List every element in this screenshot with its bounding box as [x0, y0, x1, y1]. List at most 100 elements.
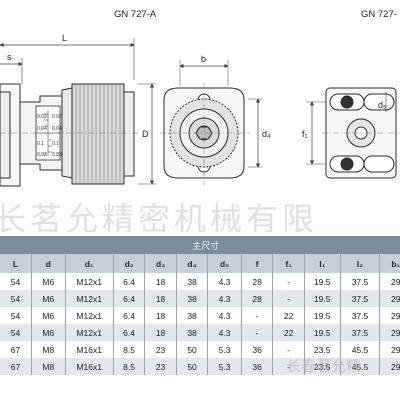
table-header-cell: d	[31, 254, 66, 273]
table-cell: 38	[176, 324, 209, 341]
table-cell: 22	[272, 307, 305, 324]
dim-label-b: b	[201, 54, 206, 64]
table-cell: 18	[144, 324, 177, 341]
table-cell: 18	[144, 273, 177, 290]
table-cell: 18	[144, 290, 177, 307]
table-cell: 4.3	[207, 273, 242, 290]
table-cell: -	[241, 307, 274, 324]
table-cell: 38	[176, 307, 209, 324]
table-group-header: 主尺寸	[0, 236, 400, 254]
table-cell: 37.5	[340, 307, 381, 324]
table-cell: 28	[241, 273, 274, 290]
dim-label-L: L	[62, 33, 67, 43]
table-cell: 36	[241, 341, 274, 358]
dim-label-s: s	[7, 52, 12, 62]
table-cell: 38	[176, 290, 209, 307]
figure-title-right: GN 727-	[361, 9, 397, 20]
table-cell: 54	[0, 307, 32, 324]
scale-number: 0.02	[52, 114, 62, 120]
figure-title-left: GN 727-A	[114, 9, 157, 20]
table-header-cell: d₂	[113, 254, 146, 273]
table-cell: 6.4	[113, 307, 146, 324]
table-cell: 23	[144, 358, 177, 375]
table-cell: 54	[0, 290, 32, 307]
scale-number: 0.02	[37, 114, 47, 120]
table-cell: 18	[144, 307, 177, 324]
table-header-cell: d₅	[207, 254, 242, 273]
table-header-cell: f	[241, 254, 274, 273]
table-cell: 36	[241, 358, 274, 375]
dim-label-D: D	[142, 129, 149, 139]
table-cell: M6	[31, 290, 66, 307]
table-cell: 45.5	[340, 358, 381, 375]
table-cell: M6	[31, 324, 66, 341]
dim-label-f1: f₁	[302, 129, 308, 139]
table-cell: 19.5	[304, 307, 341, 324]
table-cell: 54	[0, 324, 32, 341]
table-cell: 29	[379, 358, 400, 375]
dim-label-d4: d₄	[262, 129, 271, 139]
front-view-figure	[160, 60, 262, 186]
table-header-cell: d₁	[65, 254, 114, 273]
table-cell: -	[241, 324, 274, 341]
watermark-band: 长茗允精密机械有限	[0, 194, 400, 232]
table-cell: 29	[379, 290, 400, 307]
technical-drawing: GN 727-A GN 727-	[0, 9, 400, 187]
table-cell: 67	[0, 358, 32, 375]
table-cell: 6.4	[113, 273, 146, 290]
table-cell: 4.3	[207, 307, 242, 324]
scale-number: 0.1	[37, 141, 44, 147]
drawing-svg: L s D b d₄ f₁ d₅ 0.02 0.04 0.1 0.08 0.02…	[0, 33, 400, 187]
table-cell: 23.5	[304, 358, 341, 375]
table-cell: 6.4	[113, 324, 146, 341]
table-cell: 23.5	[304, 341, 341, 358]
table-cell: M16x1	[65, 358, 114, 375]
table-header-cell: f₁	[272, 254, 305, 273]
table-cell: 29	[379, 307, 400, 324]
table-cell: M12x1	[65, 273, 114, 290]
table-cell: 28	[241, 290, 274, 307]
scale-number: 0.08	[37, 152, 47, 158]
table-cell: -	[272, 341, 305, 358]
table-cell: M8	[31, 341, 66, 358]
table-cell: 22	[272, 324, 305, 341]
table-cell: 45.5	[340, 341, 381, 358]
table-cell: 5.3	[207, 341, 242, 358]
table-cell: 23	[144, 341, 177, 358]
table-cell: 19.5	[304, 273, 341, 290]
table-cell: 19.5	[304, 290, 341, 307]
table-cell: M12x1	[65, 290, 114, 307]
table-cell: 29	[379, 341, 400, 358]
table-group-header-row: 主尺寸	[0, 236, 400, 254]
table-cell: 37.5	[340, 290, 381, 307]
table-header-cell: l₂	[340, 254, 381, 273]
table-cell: M6	[31, 273, 66, 290]
table-header-cell: b₁	[379, 254, 400, 273]
scale-number: 0.04	[52, 126, 62, 132]
table-cell: 5.3	[207, 358, 242, 375]
table-cell: -	[272, 358, 305, 375]
table-cell: -	[272, 290, 305, 307]
table-cell: 6.4	[113, 290, 146, 307]
flange-variant-figure	[306, 87, 400, 179]
table-cell: 67	[0, 341, 32, 358]
table-cell: M12x1	[65, 324, 114, 341]
table-header-cell: l₁	[304, 254, 341, 273]
table-cell: 4.3	[207, 290, 242, 307]
table-cell: 38	[176, 273, 209, 290]
table-cell: M16x1	[65, 341, 114, 358]
scale-number: 0.1	[52, 141, 59, 147]
table-cell: 29	[379, 273, 400, 290]
scale-number: 0.08	[52, 152, 62, 158]
